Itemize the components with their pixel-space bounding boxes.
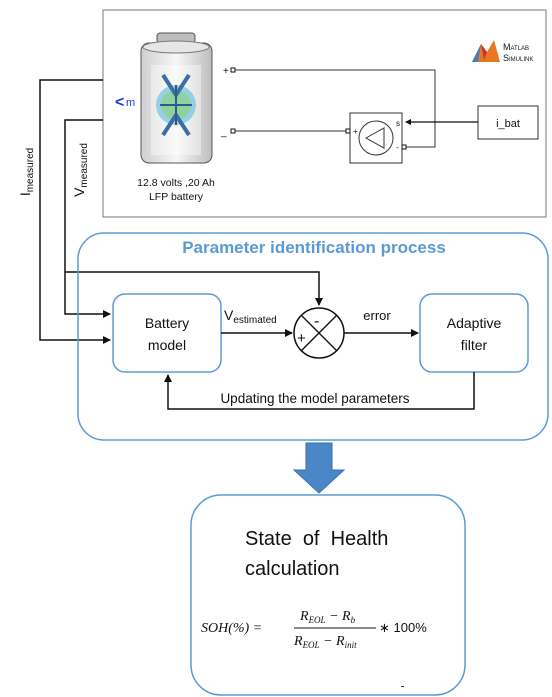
source-plus-terminal	[345, 128, 351, 134]
den-r-eol: R	[293, 634, 303, 649]
soh-formula-denominator: REOL − Rinit	[293, 634, 357, 650]
den-eol-sub: EOL	[302, 640, 320, 650]
source-plus-port: +	[353, 127, 358, 136]
battery-m-port-arrow: <	[115, 94, 124, 111]
i-measured-main: I	[17, 192, 33, 196]
v-measured-line	[64, 119, 111, 318]
battery-model-label-line1: Battery	[145, 315, 189, 331]
v-estimated-label: Vestimated	[224, 307, 277, 326]
wire-positive	[235, 69, 436, 148]
i-bat-label: i_bat	[496, 118, 520, 130]
soh-formula-rhs: ∗ 100%	[379, 620, 427, 635]
matlab-logo-icon	[472, 40, 500, 62]
v-measured-label: Vmeasured	[71, 143, 90, 197]
lfp-battery-icon	[140, 32, 213, 164]
num-r-eol: R	[299, 609, 309, 624]
simulink-logo-text: Simulink	[503, 53, 533, 63]
num-b-sub: b	[351, 615, 356, 625]
battery-type-label: LFP battery	[149, 191, 204, 203]
soh-calculation-box	[190, 494, 466, 696]
stray-mark	[401, 686, 404, 687]
num-minus-r: − R	[326, 609, 351, 624]
adaptive-filter-box	[419, 293, 529, 373]
num-eol-sub: EOL	[308, 615, 326, 625]
v-estimated-sub: estimated	[233, 315, 276, 326]
parameter-identification-title: Parameter identification process	[182, 238, 446, 257]
adaptive-filter-label-line1: Adaptive	[447, 315, 502, 331]
battery-m-port-label: m	[126, 97, 135, 109]
feedback-line	[164, 372, 475, 410]
battery-plus-port: +	[223, 66, 229, 77]
i-measured-sub: measured	[25, 148, 36, 192]
source-minus-port: -	[396, 143, 399, 152]
down-arrow-icon	[292, 442, 346, 494]
error-label: error	[363, 308, 391, 323]
i-measured-line	[39, 79, 111, 344]
soh-formula-lhs: SOH(%) =	[201, 621, 262, 636]
battery-minus-port: _	[220, 127, 227, 138]
sum-minus-sign: -	[314, 313, 319, 330]
v-estimated-main: V	[224, 307, 234, 323]
v-measured-sub: measured	[79, 143, 90, 187]
den-minus-r: − R	[320, 634, 345, 649]
sum-plus-sign: +	[297, 330, 306, 347]
adaptive-filter-label-line2: filter	[461, 337, 488, 353]
battery-model-box	[112, 293, 222, 373]
soh-title-line1: State of Health	[245, 528, 388, 550]
den-init-sub: init	[345, 640, 358, 650]
battery-minus-terminal	[230, 128, 236, 134]
matlab-logo-text: Matlab	[503, 42, 529, 52]
battery-plus-terminal	[230, 67, 236, 73]
source-minus-terminal	[401, 144, 407, 150]
i-measured-label: Imeasured	[17, 148, 36, 196]
battery-model-label-line2: model	[148, 337, 186, 353]
source-s-port: s	[396, 119, 400, 128]
v-measured-to-sum-line	[65, 271, 323, 306]
v-measured-main: V	[71, 187, 87, 197]
parameter-identification-container	[77, 232, 549, 441]
i-bat-block	[477, 105, 539, 140]
controlled-current-source	[349, 112, 403, 164]
battery-spec-label: 12.8 volts ,20 Ah	[137, 177, 215, 189]
soh-formula-numerator: REOL − Rb	[299, 609, 356, 625]
feedback-label: Updating the model parameters	[220, 391, 409, 406]
soh-title-line2: calculation	[245, 558, 340, 580]
